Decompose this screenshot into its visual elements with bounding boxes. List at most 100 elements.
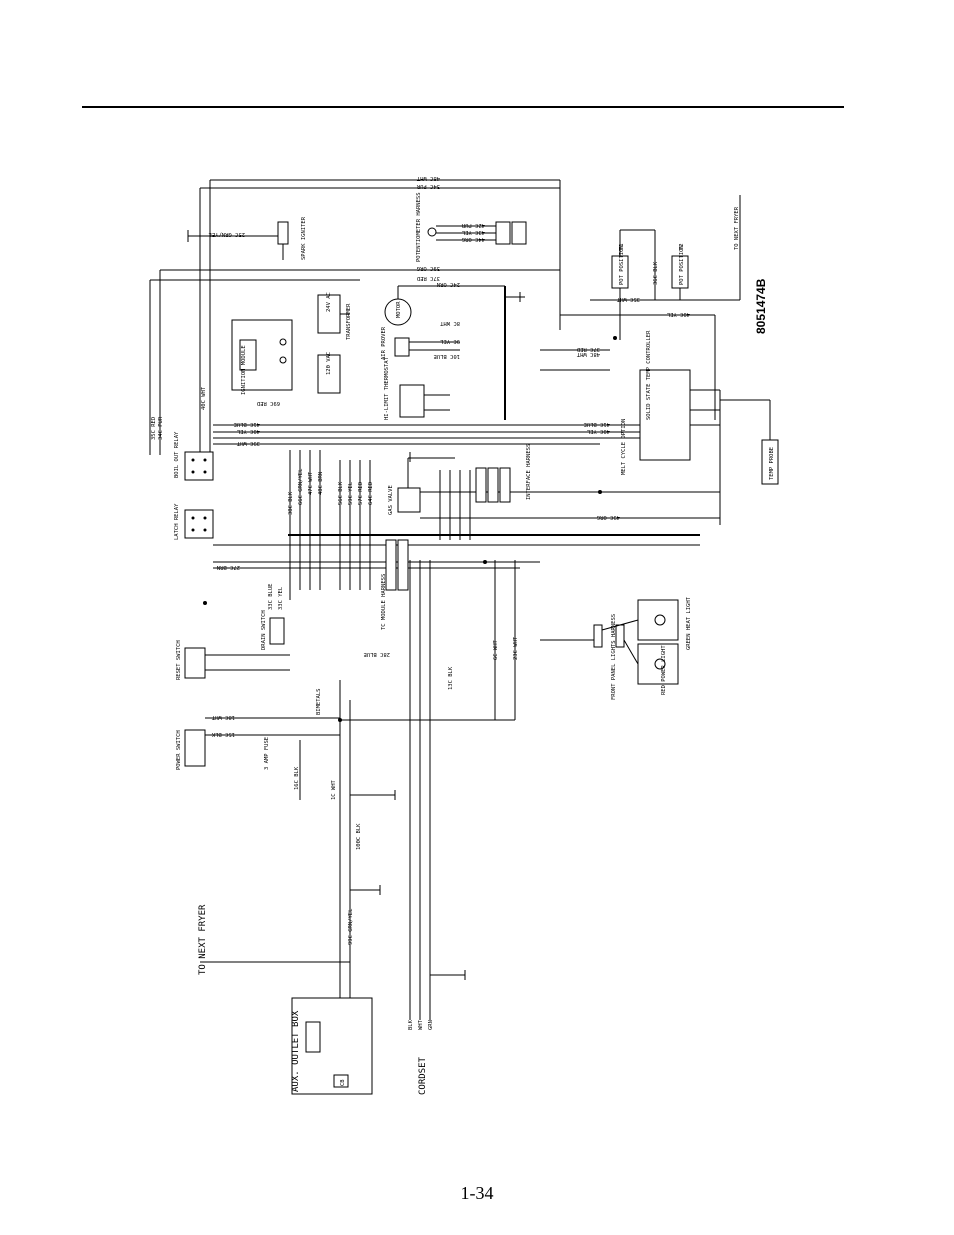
mid-bus [213, 349, 720, 569]
motor [384, 285, 525, 420]
ground-symbols [379, 292, 521, 980]
temp-probe-label: TEMP PROBE [769, 447, 775, 480]
wire-label: 1C WHT [331, 779, 337, 800]
wire-label: 99C GRN/YEL [348, 908, 354, 945]
melt-cycle-label: MELT CYCLE OPTION [621, 419, 627, 475]
wire-label: 24C ORN [437, 281, 460, 287]
wire-label: 59C YEL [348, 481, 354, 505]
cordset-label: CORDSET [418, 1056, 428, 1095]
to-next-fryer-right-label: TO NEXT FRYER [734, 206, 740, 250]
transformer-label: TRANSFORMER [346, 303, 352, 340]
front-panel-harness-label: FRONT PANEL LIGHTS HARNESS [611, 614, 617, 700]
reset-switch-label: RESET SWITCH [176, 640, 182, 680]
lower-wires [200, 560, 516, 1020]
wire-label: 37C RED [417, 275, 440, 281]
hi-limit-thermostat [399, 384, 450, 418]
center-bundle [289, 450, 471, 600]
wire-label: 16C BLK [294, 766, 300, 790]
drawing-number: 8051474B [754, 278, 768, 334]
t1-label: T1 [619, 243, 625, 250]
wire-label: 39C WHT [236, 440, 260, 446]
wire-label: 40C WHT [201, 386, 207, 410]
air-prover-label: AIR PROVER [381, 326, 387, 360]
wire-label: 27C BRN [217, 564, 240, 570]
wire-label: 37C RED [577, 346, 600, 352]
solid-state-label: SOLID STATE TEMP CONTROLLER [646, 330, 652, 420]
wire-label: 57C RED [358, 482, 364, 505]
green-light-label: GREEN HEAT LIGHT [686, 596, 692, 650]
pot-wires [560, 195, 741, 420]
motor-label: MOTOR [396, 301, 402, 318]
hi-limit-label: HI-LIMIT THERMOSTAT [384, 356, 390, 420]
wire-label: 34C PUR [416, 183, 440, 189]
wire-label: 48C BRN [318, 472, 324, 495]
vac24-label: 24V AC [326, 292, 332, 312]
gas-valve-label: GAS VALVE [388, 485, 394, 515]
wire-label: 25C GRN/YEL [208, 231, 245, 237]
spark-igniter [187, 221, 289, 260]
wire-label: 100C BLK [356, 823, 362, 850]
top-wires [149, 179, 561, 455]
solid-state-controller [639, 369, 721, 525]
cordset-grn: GRN [428, 1020, 434, 1030]
fuse-label: 3 AMP FUSE [264, 737, 270, 770]
spark-igniter-label: SPARK IGNITER [301, 216, 307, 260]
tc-module-harness [385, 539, 409, 591]
cordset-blk: BLK [408, 1019, 414, 1030]
power-switch-label: POWER SWITCH [176, 730, 182, 770]
wire-label: 34C PUR [158, 416, 164, 440]
wire-label: 41C BLUE [584, 421, 611, 427]
wire-label: 15C BLK [211, 731, 235, 737]
red-light-label: RED POWER LIGHT [661, 645, 667, 695]
interface-harness-label: INTERFACE HARNESS [526, 444, 532, 500]
cb-label: CB [340, 1079, 346, 1086]
vac120-label: 120 VAC [326, 352, 332, 375]
pot-position-1-label: POT POSITION [619, 245, 625, 285]
wire-label: 64C RED [368, 482, 374, 505]
interface-harness [475, 467, 511, 503]
wire-label: 42C PUR [461, 222, 485, 228]
ignition-module-label: IGNITION MODULE [241, 345, 247, 395]
to-next-fryer-left-label: TO NEXT FRYER [198, 904, 208, 975]
junction-dots [203, 336, 617, 722]
air-prover [394, 337, 460, 357]
wire-label: 18C WHT [211, 714, 235, 720]
boil-out-relay-label: BOIL OUT RELAY [174, 431, 180, 478]
wire-label: 28C BLUE [364, 651, 391, 657]
drain-switch-label: DRAIN SWITCH [261, 610, 267, 650]
wire-label: 9C YEL [439, 338, 460, 344]
drain-switch [269, 617, 285, 645]
wire-label: 8C WHT [439, 320, 460, 326]
aux-outlet-box-label: AUX. OUTLET BOX [291, 1010, 301, 1092]
tc-harness-label: TC MODULE HARNESS [381, 574, 387, 630]
wire-label: 35C RED [151, 417, 157, 440]
reset-switch [184, 647, 290, 679]
wire-label: 38C BLK [288, 491, 294, 515]
wire-label: 6C WHT [493, 639, 499, 660]
potentiometer-harness-label: POTENTIOMETER HARNESS [416, 192, 422, 262]
wire-label: 40C YEL [236, 428, 260, 434]
potentiometer-harness [427, 221, 527, 245]
latch-relay-label: LATCH RELAY [174, 503, 180, 540]
wire-label: 66C GRN/YEL [298, 468, 304, 505]
wire-label: 33C YEL [278, 586, 284, 610]
wire-label: 35C WHT [616, 296, 640, 302]
t2-label: T2 [679, 243, 685, 250]
wire-label: 33C BLUE [268, 584, 274, 611]
wire-label: 39C ORG [417, 265, 440, 271]
wire-label: 36C BLK [653, 261, 659, 285]
transformer [317, 294, 350, 394]
wire-label: 40C YEL [586, 428, 610, 434]
wire-label: 44C ORG [462, 236, 485, 242]
wire-label: 56C BLK [338, 481, 344, 505]
wire-label: 47C WHT [308, 471, 314, 495]
pot-position-2-label: POT POSITION [679, 245, 685, 285]
boil-out-relay [184, 451, 214, 481]
bimetals-label: BIMETALS [316, 689, 322, 716]
wire-label: 48C WHT [576, 351, 600, 357]
cordset-wht: WHT [418, 1019, 424, 1030]
page-number: 1-34 [460, 1183, 494, 1203]
latch-relay [184, 509, 214, 539]
wire-label: 23C WHT [513, 636, 519, 660]
wire-label: 49C ORG [597, 514, 620, 520]
